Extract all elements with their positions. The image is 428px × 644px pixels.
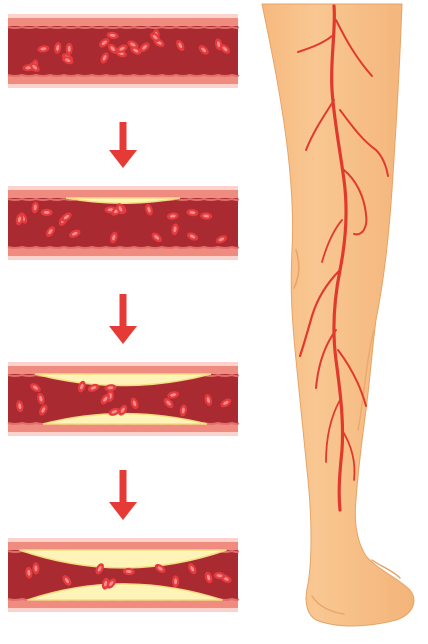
progression-arrows	[109, 122, 137, 520]
vessel-inner-lining	[8, 247, 238, 248]
vessel-stage-4	[8, 538, 238, 612]
vessel-wall-highlight	[8, 186, 238, 190]
vessel-wall-highlight	[8, 432, 238, 436]
arrow-down-icon	[109, 294, 137, 344]
arrow-down-icon	[109, 470, 137, 520]
vessel-wall-highlight	[8, 362, 238, 366]
vessel-inner-lining	[8, 75, 238, 76]
vessel-stage-2	[8, 186, 238, 260]
vessel-wall-highlight	[8, 608, 238, 612]
vessel-wall-highlight	[8, 14, 238, 18]
vessel-wall-highlight	[8, 256, 238, 260]
vessel-wall-highlight	[8, 84, 238, 88]
vessel-wall-highlight	[8, 538, 238, 542]
leg-illustration	[262, 4, 414, 626]
vessel-inner-lining	[8, 27, 238, 28]
vessel-stage-1	[8, 14, 238, 88]
red-blood-cell-icon	[41, 209, 53, 216]
leg-silhouette	[262, 4, 414, 626]
red-blood-cell-icon	[172, 575, 179, 587]
vessel-stage-3	[8, 362, 238, 436]
arrow-down-icon	[109, 122, 137, 168]
